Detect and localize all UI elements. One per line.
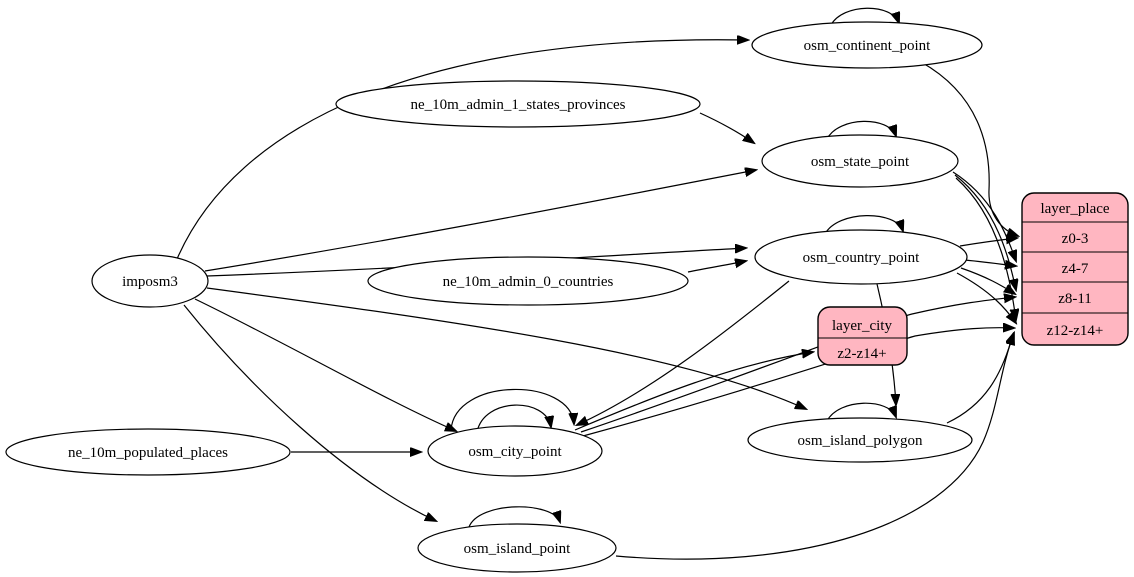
edge-osm_city_point-layer_city-z2-z14 — [574, 352, 813, 431]
edge-osm_country_point-layer_place-z0-3 — [959, 238, 1017, 247]
layer_place-row-z0-3: z0-3 — [1062, 231, 1089, 247]
node-osm_island_point: osm_island_point — [417, 523, 617, 573]
ne_10m_populated_places-shape — [5, 428, 291, 476]
layer_place-shape — [1021, 192, 1129, 346]
edge-osm_city_point-layer_place-z12-z14 — [582, 328, 1014, 437]
edge-imposm3-osm_city_point — [194, 298, 456, 431]
selfloop-osm_island_point — [468, 506, 560, 528]
layer_place-row-z4-7: z4-7 — [1062, 261, 1089, 277]
selfloop-osm_state_point — [826, 120, 896, 140]
node-osm_island_polygon: osm_island_polygon — [747, 417, 973, 463]
edge-imposm3-osm_island_point — [183, 304, 436, 521]
layer_place-row-z12-z14: z12-z14+ — [1047, 323, 1104, 339]
osm_state_point-shape — [761, 134, 959, 188]
osm_country_point-shape — [754, 229, 968, 285]
edge-ne_10m_admin_1_states_provinces-osm_state_point — [699, 112, 754, 143]
node-osm_city_point: osm_city_point — [427, 425, 603, 477]
selfloop-osm_island_polygon — [826, 402, 896, 422]
node-imposm3: imposm3 — [91, 254, 209, 308]
ne_10m_admin_1_states_provinces-shape — [335, 80, 701, 128]
edge-imposm3-osm_island_polygon — [206, 287, 806, 409]
edge-imposm3-osm_state_point — [204, 170, 756, 272]
imposm3-shape — [91, 254, 209, 308]
edge-ne_10m_admin_0_countries-osm_country_point — [687, 261, 746, 273]
edge-osm_island_polygon-layer_place-z12-z14 — [946, 334, 1013, 424]
selfloop-osm_city_point-inner — [476, 404, 551, 433]
node-layer_place: layer_place z0-3 z4-7 z8-11 z12-z14+ — [1021, 192, 1129, 346]
selfloop-osm_country_point — [824, 215, 903, 235]
edge-osm_country_point-osm_city_point — [577, 280, 790, 425]
selfloop-osm_city_point-outer — [450, 388, 574, 431]
node-osm_continent_point: osm_continent_point — [751, 21, 983, 69]
node-osm_country_point: osm_country_point — [754, 229, 968, 285]
osm_continent_point-label: osm_continent_point — [804, 38, 931, 54]
osm_island_polygon-shape — [747, 417, 973, 463]
imposm3-label: imposm3 — [122, 274, 178, 290]
ne_10m_admin_0_countries-shape — [367, 256, 689, 306]
osm_city_point-label: osm_city_point — [468, 444, 562, 460]
osm_island_point-label: osm_island_point — [464, 541, 572, 557]
node-osm_state_point: osm_state_point — [761, 134, 959, 188]
edge-osm_state_point-layer_place-z4-7 — [952, 171, 1016, 261]
edge-osm_island_point-layer_place-z12-z14 — [615, 333, 1014, 560]
node-ne_10m_admin_0_countries: ne_10m_admin_0_countries — [367, 256, 689, 306]
selfloop-osm_continent_point — [830, 7, 899, 26]
node-ne_10m_populated_places: ne_10m_populated_places — [5, 428, 291, 476]
layer_place-title: layer_place — [1040, 201, 1109, 217]
osm_city_point-shape — [427, 425, 603, 477]
layer_city-row-z2-z14: z2-z14+ — [837, 346, 886, 362]
edge-osm_city_point-layer_place-z8-11 — [580, 297, 1015, 433]
osm_island_polygon-label: osm_island_polygon — [797, 433, 923, 449]
edge-osm_country_point-layer_place-z4-7 — [964, 259, 1016, 266]
osm_country_point-label: osm_country_point — [803, 250, 920, 266]
osm_continent_point-shape — [751, 21, 983, 69]
osm_island_point-shape — [417, 523, 617, 573]
layer_place-row-z8-11: z8-11 — [1058, 291, 1092, 307]
osm_state_point-label: osm_state_point — [811, 154, 910, 170]
layer_city-title: layer_city — [832, 318, 892, 334]
edge-osm_country_point-layer_place-z12-z14 — [956, 272, 1016, 323]
ne_10m_admin_0_countries-label: ne_10m_admin_0_countries — [443, 274, 614, 290]
layer_city-shape — [817, 306, 908, 366]
edge-osm_state_point-layer_place-z8-11 — [954, 174, 1016, 290]
edge-osm_state_point-layer_place-z12-z14 — [955, 177, 1016, 320]
node-layer_city: layer_city z2-z14+ — [817, 306, 908, 366]
node-ne_10m_admin_1_states_provinces: ne_10m_admin_1_states_provinces — [335, 80, 701, 128]
ne_10m_populated_places-label: ne_10m_populated_places — [68, 445, 228, 461]
edge-osm_country_point-layer_place-z8-11 — [960, 267, 1015, 294]
ne_10m_admin_1_states_provinces-label: ne_10m_admin_1_states_provinces — [411, 97, 626, 113]
